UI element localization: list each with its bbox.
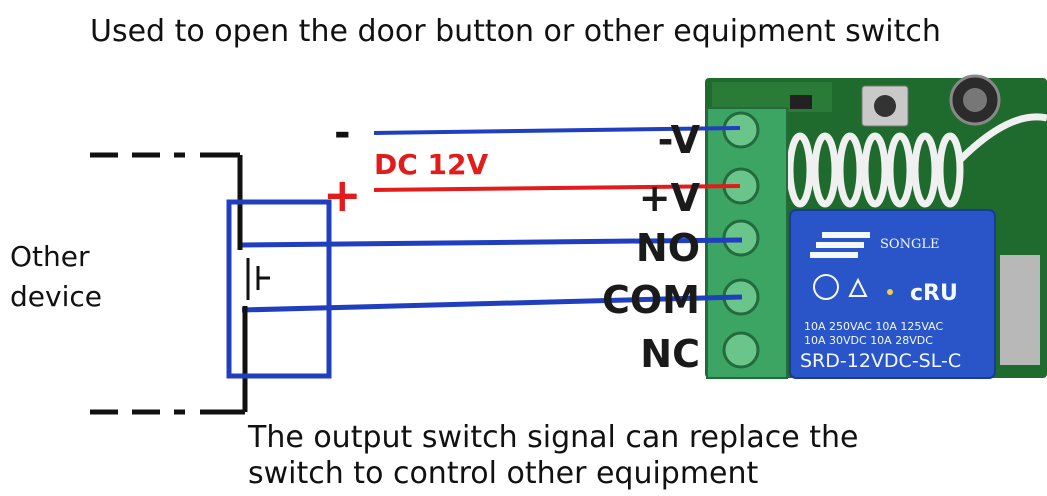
ul-mark-icon: cRU	[910, 281, 958, 306]
relay-rating-line2: 10A 30VDC 10A 28VDC	[804, 334, 933, 347]
top-caption: Used to open the door button or other eq…	[90, 14, 941, 49]
pcb-button-cap	[874, 95, 896, 117]
screw-icon	[722, 331, 760, 369]
dc-voltage-label: DC 12V	[374, 148, 489, 181]
other-device-label-line1: Other	[10, 240, 90, 273]
terminal-label-nc: NC	[640, 332, 700, 376]
antenna-coil-icon	[786, 113, 1047, 208]
cqc-mark-icon	[813, 274, 839, 300]
relay-brand: SONGLE	[880, 237, 940, 252]
device-leads	[90, 152, 248, 415]
terminal-label-com: COM	[601, 278, 700, 322]
terminal-label-pos-v: +V	[638, 176, 700, 220]
negative-wire	[373, 126, 741, 135]
no-wire	[241, 237, 743, 248]
pcb-smd-chip	[790, 95, 812, 109]
side-component	[1000, 255, 1040, 365]
minus-sign: -	[334, 110, 351, 156]
relay-model: SRD-12VDC-SL-C	[800, 350, 962, 372]
terminal-label-neg-v: -V	[657, 118, 700, 162]
plus-sign: +	[323, 168, 362, 222]
relay-dot	[887, 289, 893, 295]
songle-logo-icon	[810, 232, 870, 258]
switch-icon	[246, 258, 270, 300]
terminal-label-no: NO	[635, 226, 700, 270]
capacitor-top	[963, 88, 987, 112]
bottom-caption-line1: The output switch signal can replace the	[248, 420, 859, 455]
switch-highlight-box	[226, 199, 332, 379]
relay-rating-line1: 10A 250VAC 10A 125VAC	[804, 320, 944, 333]
bottom-caption-line2: switch to control other equipment	[248, 456, 759, 491]
triangle-mark-icon	[848, 277, 868, 297]
other-device-label-line2: device	[10, 280, 102, 313]
com-wire	[241, 294, 743, 313]
positive-wire	[373, 184, 741, 192]
